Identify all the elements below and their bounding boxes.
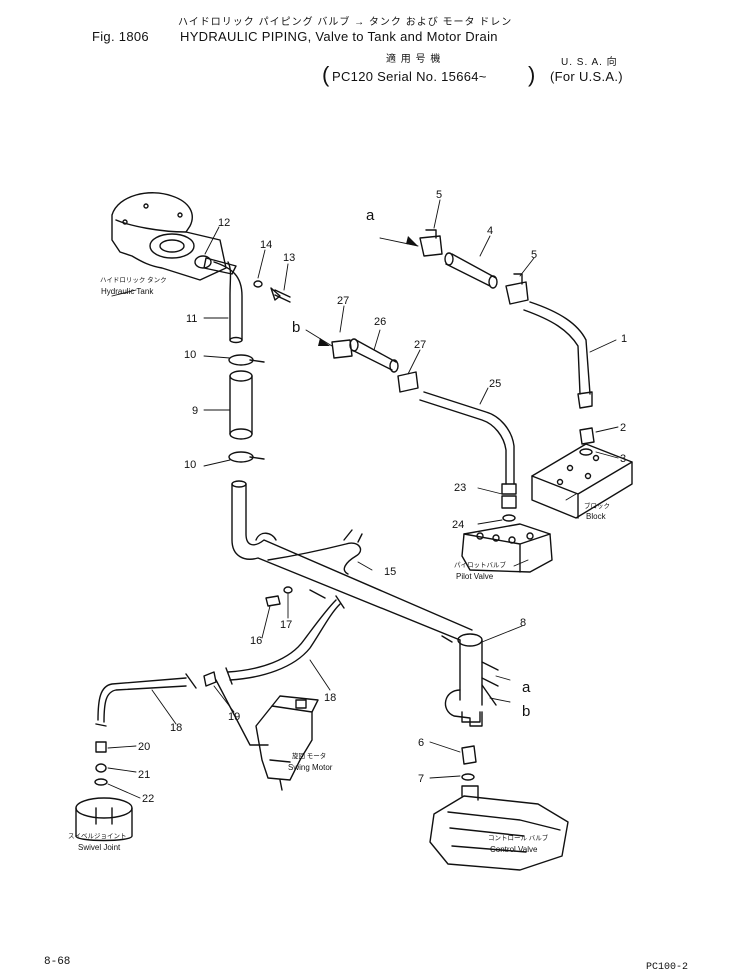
part-callout: 24 [452, 519, 464, 531]
component-label-japanese: スイベルジョイント [68, 832, 127, 840]
part-callout: 19 [228, 711, 240, 723]
oring-24 [502, 514, 516, 522]
title-japanese: ハイドロリック パイピング バルブ → タンク および モータ ドレン [178, 17, 513, 28]
region-japanese: U. S. A. 向 [561, 57, 618, 68]
figure-number: Fig. 1806 [92, 29, 149, 44]
component-label-japanese: 旋回 モータ [292, 751, 326, 760]
clamp-27-left [331, 339, 353, 359]
part-callout: 15 [384, 566, 396, 578]
manifold-pipe-8 [231, 480, 499, 727]
reference-letter: a [366, 207, 375, 224]
fitting-19 [203, 671, 269, 746]
part-callout: 14 [260, 239, 272, 251]
component-label: Swivel Joint [78, 843, 121, 852]
part-callout: 25 [489, 378, 501, 390]
serial-number: PC120 Serial No. 15664~ [332, 69, 487, 84]
oring-3 [579, 448, 593, 456]
part-callout: 18 [324, 692, 336, 704]
figure-title: HYDRAULIC PIPING, Valve to Tank and Moto… [180, 29, 498, 44]
part-callout: 22 [142, 793, 154, 805]
gasket-12 [194, 255, 212, 269]
nut-21 [95, 763, 107, 773]
part-callout: 12 [218, 217, 230, 229]
washer-17 [283, 586, 293, 594]
component-label-japanese: ブロック [584, 501, 610, 510]
part-callout: 21 [138, 769, 150, 781]
clamp-10-lower [228, 451, 265, 463]
fitting-2 [579, 427, 595, 445]
part-callout: 2 [620, 422, 626, 434]
component-label-japanese: ハイドロリック タンク [100, 275, 167, 284]
component-label-japanese: パイロットバルブ [454, 560, 507, 569]
fitting-6 [461, 745, 477, 765]
part-callout: 3 [620, 453, 626, 465]
part-callout: 1 [621, 333, 627, 345]
serial-label-japanese: 適 用 号 機 [386, 54, 442, 65]
hose-26 [349, 338, 399, 373]
part-callout: 17 [280, 619, 292, 631]
component-label: Control Valve [490, 845, 538, 854]
reference-letter: b [522, 703, 530, 720]
part-callout: 9 [192, 405, 198, 417]
part-callout: 5 [531, 249, 537, 261]
paren-open: ( [322, 62, 330, 87]
control-valve-drawing [429, 785, 569, 871]
fitting-23 [501, 495, 517, 509]
part-callout: 8 [520, 617, 526, 629]
clamp-27-right [397, 371, 419, 393]
hose-15 [267, 542, 362, 575]
part-callout: 16 [250, 635, 262, 647]
part-callout: 5 [436, 189, 442, 201]
nut-16 [265, 595, 281, 607]
part-callout: 10 [184, 349, 196, 361]
page-number: 8-68 [44, 956, 71, 968]
part-callout: 26 [374, 316, 386, 328]
part-callout: 23 [454, 482, 466, 494]
pipe-1 [523, 301, 591, 395]
reference-letter: a [522, 679, 531, 696]
part-callout: 7 [418, 773, 424, 785]
pipe-25 [419, 391, 515, 485]
clamp-10-upper [228, 354, 265, 366]
part-callout: 4 [487, 225, 493, 237]
hose-4 [444, 252, 498, 289]
part-callout: 27 [414, 339, 426, 351]
reference-letter: b [292, 319, 300, 336]
component-label: Swing Motor [288, 763, 333, 772]
hose-18-right [227, 599, 341, 681]
part-callout: 10 [184, 459, 196, 471]
oring-7 [461, 773, 475, 781]
bolt-13 [270, 287, 291, 303]
hose-18-left [97, 677, 187, 723]
part-callout: 6 [418, 737, 424, 749]
washer-14 [253, 280, 263, 288]
model-code: PC100-2 [646, 962, 689, 973]
hydraulic-tank-drawing [111, 192, 227, 281]
pilot-valve-drawing [461, 523, 553, 573]
part-callout: 20 [138, 741, 150, 753]
region-label: (For U.S.A.) [550, 69, 623, 84]
swing-motor-drawing [255, 695, 319, 791]
fitting-20 [95, 741, 107, 753]
part-callout: 27 [337, 295, 349, 307]
part-callout: 13 [283, 252, 295, 264]
clamp-5-right [505, 273, 529, 305]
component-label: Pilot Valve [456, 572, 494, 581]
hose-9 [229, 370, 253, 440]
component-label: Block [586, 512, 607, 521]
paren-close: ) [528, 62, 536, 87]
component-label: Hydraulic Tank [101, 287, 154, 296]
part-callout: 11 [186, 313, 197, 325]
oring-22 [94, 778, 108, 786]
block-drawing [531, 443, 633, 519]
swivel-joint-drawing [75, 797, 133, 842]
part-callout: 18 [170, 722, 182, 734]
clamp-5-left [419, 229, 443, 257]
component-label-japanese: コントロール バルブ [488, 833, 549, 842]
